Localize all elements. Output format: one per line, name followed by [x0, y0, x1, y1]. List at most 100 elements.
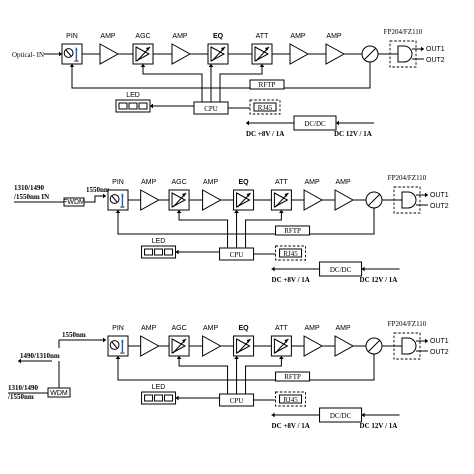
splitter-block [393, 332, 421, 360]
dcdc-label: DC/DC [330, 266, 352, 274]
arrow-head [246, 120, 249, 126]
eq-label: EQ [238, 179, 249, 186]
amp-4-label: AMP [335, 325, 351, 332]
arrow-head [279, 356, 284, 359]
pin-photodetector [107, 335, 129, 357]
splitter-shape [401, 337, 417, 355]
input-wavelength-label-2: /1550nm IN [13, 193, 49, 201]
eq-block-amp-symbol [236, 338, 251, 354]
pin-label: PIN [112, 179, 124, 186]
photodiode-mark [65, 49, 72, 57]
rftp-label: RFTP [259, 81, 276, 89]
dc-12v-label: DC 12V / 1A [360, 276, 398, 284]
amp-2-label: AMP [203, 179, 219, 186]
pin-photodetector [61, 43, 83, 65]
pin-label: PIN [66, 33, 78, 40]
att-control-line [219, 64, 263, 102]
out1-label: OUT1 [426, 46, 445, 53]
rftp-box [275, 371, 311, 382]
rj45-dashed-frame [275, 391, 307, 407]
agc-block-amp-symbol [135, 46, 151, 62]
splitter-dashed-frame [393, 186, 421, 214]
arrow-head [103, 337, 106, 343]
dcdc-label: DC/DC [330, 412, 352, 420]
led-indicator-2 [128, 102, 138, 110]
wdm-1550-line [58, 339, 106, 348]
eq-block [233, 335, 255, 357]
agc-label: AGC [171, 325, 186, 332]
pin-label: PIN [112, 325, 124, 332]
arrow-head [279, 210, 284, 213]
arrow-head [18, 358, 21, 364]
arrow-head [271, 412, 275, 418]
arrow-head [234, 210, 239, 213]
agc-control-line [178, 356, 229, 394]
arrow-head [361, 412, 365, 418]
amp-1-label: AMP [100, 33, 116, 40]
input-wavelength-label-1: 1310/1490 [8, 384, 38, 392]
amp-1 [99, 43, 120, 65]
arrow-head [421, 46, 424, 52]
arrow-head [103, 193, 106, 199]
arrow-head [176, 356, 182, 359]
led-indicator-3 [164, 394, 174, 402]
amp-2-label: AMP [203, 325, 219, 332]
agc-control-line [142, 64, 203, 102]
pin-photodetector [107, 189, 129, 211]
amp-1 [140, 335, 160, 357]
amp-2 [171, 43, 192, 65]
photodiode-mark [111, 341, 118, 349]
pin-arrow-head-icon [121, 193, 124, 197]
fwdm-1550-label: 1550nm [86, 186, 110, 194]
rftp-box [275, 225, 311, 236]
att-label: ATT [275, 325, 288, 332]
agc-block [168, 335, 190, 357]
arrow-head [425, 192, 428, 198]
att-block-adjust-arrow-head [284, 339, 289, 343]
led-indicator-2 [154, 394, 164, 402]
agc-block-adjust-arrow-head [182, 193, 187, 197]
led-label: LED [126, 92, 140, 99]
arrow-head [208, 64, 214, 67]
arrow-head [425, 338, 428, 344]
led-label: LED [152, 384, 166, 391]
eq-label: EQ [213, 33, 224, 40]
dc-12v-label: DC 12V / 1A [334, 130, 372, 138]
amp-3-label: AMP [304, 325, 320, 332]
coupler-mark [367, 339, 381, 353]
arrow-head [336, 120, 339, 126]
amp-4-label: AMP [326, 33, 342, 40]
splitter-shape [401, 191, 417, 209]
splitter-model-label: FP204/FZ110 [388, 320, 427, 328]
coupler-mark [363, 47, 377, 61]
amp-3-label: AMP [290, 33, 306, 40]
input-wavelength-label-2: /1550nm [7, 393, 34, 401]
eq-block-amp-symbol [236, 192, 251, 208]
rj45-label: RJ45 [283, 396, 298, 404]
coupler-mark [367, 193, 381, 207]
amp-3 [303, 335, 324, 357]
att-control-line [245, 210, 282, 248]
rj45-dashed-frame [275, 245, 307, 261]
att-block-adjust-arrow-head [284, 193, 289, 197]
agc-label: AGC [135, 33, 150, 40]
rftp-label: RFTP [284, 373, 301, 381]
att-control-line [245, 356, 282, 394]
agc-block-amp-symbol [171, 338, 187, 354]
arrow-head [59, 51, 62, 57]
led-indicator-1 [144, 394, 154, 402]
pin-arrow-head-icon [121, 339, 124, 343]
rj45-port [279, 248, 303, 258]
att-block [270, 335, 292, 357]
agc-block [168, 189, 190, 211]
eq-block-adjust-arrow-head [221, 47, 225, 51]
monitor-loop-line [71, 62, 371, 89]
led-label: LED [152, 238, 166, 245]
fwdm-label: FWDM [63, 199, 85, 206]
amp-2 [202, 335, 222, 357]
rftp-label: RFTP [284, 227, 301, 235]
amp-1-label: AMP [141, 179, 157, 186]
splitter-dashed-frame [389, 40, 417, 68]
pin-arrow-head-icon [75, 47, 78, 51]
